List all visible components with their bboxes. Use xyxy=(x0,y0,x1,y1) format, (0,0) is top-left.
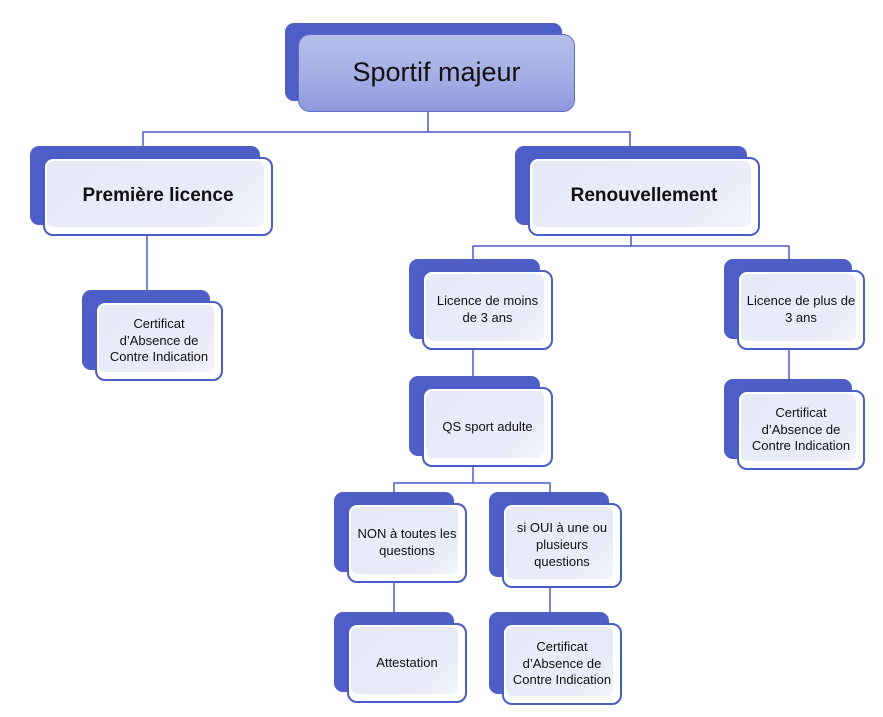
node-qs-sport-adulte: QS sport adulte xyxy=(409,376,553,467)
node-attestation: Attestation xyxy=(334,612,467,703)
node-licence-plus-3ans: Licence de plus de 3 ans xyxy=(724,259,865,350)
node-box: Certificat d’Absence de Contre Indicatio… xyxy=(737,390,865,470)
node-label: Première licence xyxy=(82,185,234,207)
node-label: si OUI à une ou plusieurs questions xyxy=(516,520,608,569)
node-premiere-licence: Première licence xyxy=(30,146,273,236)
node-certificat-oui: Certificat d’Absence de Contre Indicatio… xyxy=(489,612,622,705)
node-box: Certificat d’Absence de Contre Indicatio… xyxy=(95,301,223,381)
node-non-toutes-questions: NON à toutes les questions xyxy=(334,492,467,583)
node-label: Licence de plus de 3 ans xyxy=(746,293,856,325)
node-certificat-plus-3ans: Certificat d’Absence de Contre Indicatio… xyxy=(724,379,865,470)
node-label: Certificat d’Absence de Contre Indicatio… xyxy=(512,638,612,688)
node-label: Licence de moins de 3 ans xyxy=(436,293,539,325)
connector-renouv-bracket xyxy=(472,245,790,264)
node-box: NON à toutes les questions xyxy=(347,503,467,583)
connector-root-bracket xyxy=(142,131,631,152)
connector-qs-bracket xyxy=(393,482,551,497)
node-sportif-majeur: Sportif majeur xyxy=(285,23,575,112)
node-box: si OUI à une ou plusieurs questions xyxy=(502,503,622,588)
node-label: Attestation xyxy=(376,654,438,670)
node-box: QS sport adulte xyxy=(422,387,553,467)
node-box: Certificat d’Absence de Contre Indicatio… xyxy=(502,623,622,705)
node-box: Première licence xyxy=(43,157,273,236)
node-licence-moins-3ans: Licence de moins de 3 ans xyxy=(409,259,553,350)
node-box: Attestation xyxy=(347,623,467,703)
node-box: Licence de moins de 3 ans xyxy=(422,270,553,350)
node-box: Renouvellement xyxy=(528,157,760,236)
node-label: Sportif majeur xyxy=(352,57,521,88)
node-box: Licence de plus de 3 ans xyxy=(737,270,865,350)
node-certificat-premiere: Certificat d’Absence de Contre Indicatio… xyxy=(82,290,223,381)
node-label: Certificat d’Absence de Contre Indicatio… xyxy=(751,404,851,454)
node-label: Renouvellement xyxy=(570,185,718,207)
node-oui-une-plusieurs-questions: si OUI à une ou plusieurs questions xyxy=(489,492,622,588)
node-box: Sportif majeur xyxy=(298,34,575,112)
node-label: NON à toutes les questions xyxy=(357,526,457,558)
node-renouvellement: Renouvellement xyxy=(515,146,760,236)
node-label: Certificat d’Absence de Contre Indicatio… xyxy=(109,315,209,365)
node-label: QS sport adulte xyxy=(442,418,533,434)
